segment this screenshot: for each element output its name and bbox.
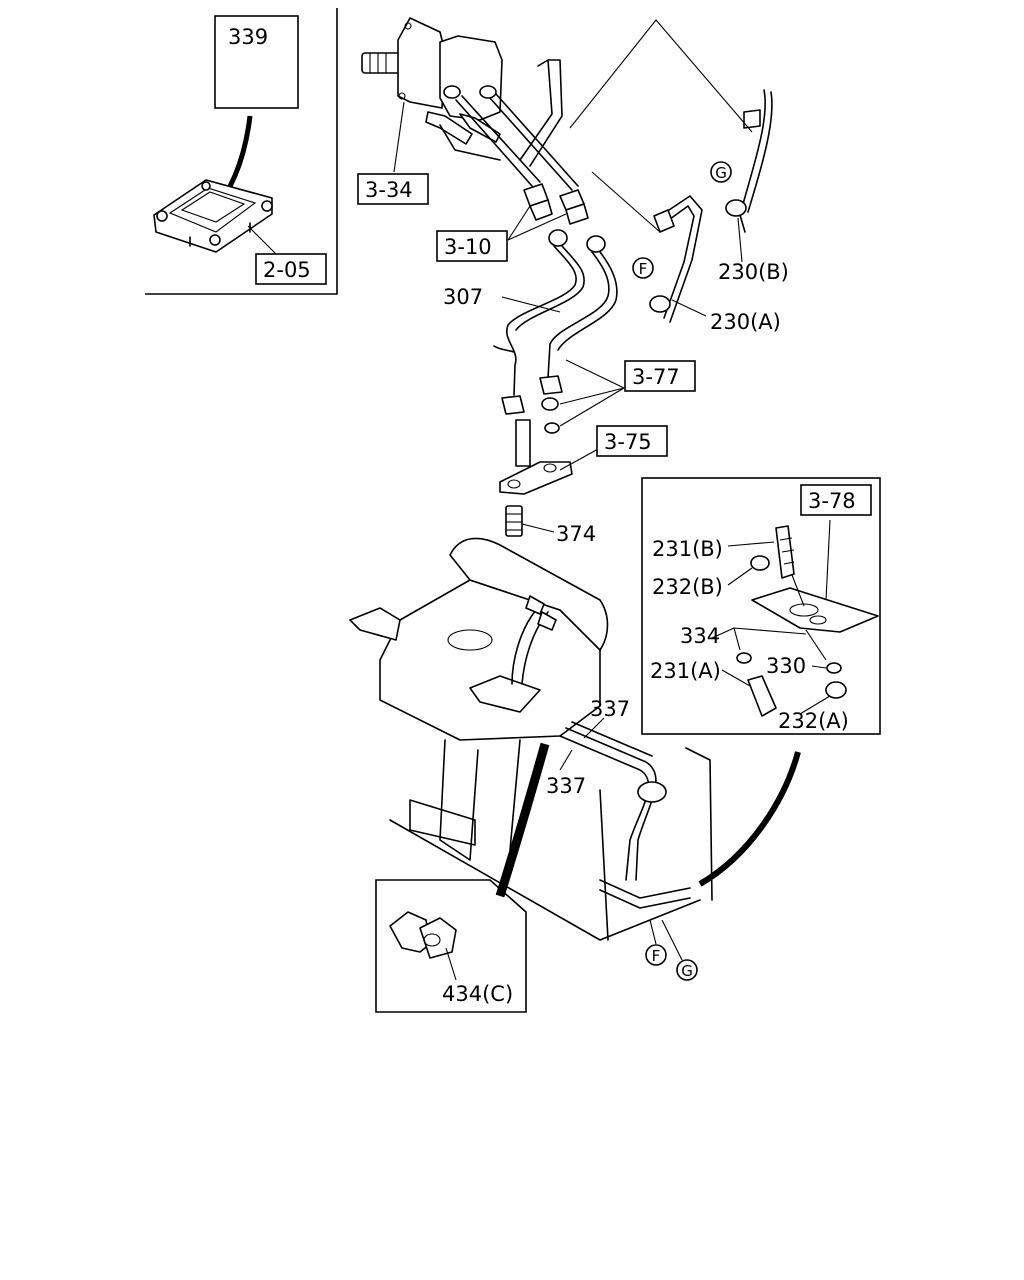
svg-text:3-34: 3-34	[365, 178, 413, 202]
label-434c[interactable]: 434(C)	[442, 982, 513, 1006]
label-230a[interactable]: 230(A)	[710, 310, 781, 334]
inset-right-frame	[641, 477, 881, 735]
connector-f-bottom[interactable]: F	[645, 944, 667, 966]
svg-text:F: F	[639, 260, 648, 278]
ref-3-75[interactable]: 3-75	[596, 425, 668, 457]
connector-g-bottom[interactable]: G	[676, 959, 698, 981]
injector-pipes	[455, 93, 579, 191]
pointer-arc-3-78	[698, 751, 801, 887]
pipes-337	[559, 721, 691, 909]
label-334[interactable]: 334	[680, 624, 720, 648]
ref-3-77[interactable]: 3-77	[624, 360, 696, 392]
svg-text:3-75: 3-75	[604, 430, 652, 454]
part-2-05-plate	[153, 179, 273, 253]
label-232a[interactable]: 232(A)	[778, 709, 849, 733]
svg-text:3-10: 3-10	[444, 235, 492, 259]
fitting-3-10-left	[523, 183, 553, 221]
svg-text:3-77: 3-77	[632, 365, 680, 389]
svg-text:339: 339	[228, 25, 268, 49]
svg-text:F: F	[652, 947, 661, 965]
connector-f-top[interactable]: F	[632, 257, 654, 279]
label-230b[interactable]: 230(B)	[718, 260, 789, 284]
part-434c-clip	[389, 911, 457, 959]
label-231a[interactable]: 231(A)	[650, 659, 721, 683]
pipe-3-77	[539, 235, 618, 434]
leader-lines	[247, 19, 831, 981]
ref-2-05[interactable]: 2-05	[255, 253, 327, 285]
fitting-3-10-right	[559, 189, 589, 225]
inset-top-left-frame	[145, 8, 338, 295]
inset-3-78-parts	[736, 519, 879, 717]
connector-g-top[interactable]: G	[710, 161, 732, 183]
label-374[interactable]: 374	[556, 522, 596, 546]
label-337-bottom[interactable]: 337	[546, 774, 586, 798]
svg-text:G: G	[681, 962, 693, 980]
svg-text:3-78: 3-78	[808, 489, 856, 513]
pointer-arc-434c	[495, 742, 550, 898]
label-330[interactable]: 330	[766, 654, 806, 678]
inset-bottom-frame	[375, 879, 527, 1013]
ref-339[interactable]: 339	[214, 15, 299, 109]
label-231b[interactable]: 231(B)	[652, 537, 723, 561]
svg-text:G: G	[715, 164, 727, 182]
ref-3-34[interactable]: 3-34	[357, 173, 429, 205]
label-337-top[interactable]: 337	[590, 697, 630, 721]
pipe-230b	[725, 89, 773, 233]
part-374-nipple	[505, 505, 523, 537]
ref-3-78[interactable]: 3-78	[800, 484, 872, 516]
svg-text:2-05: 2-05	[263, 258, 311, 282]
label-232b[interactable]: 232(B)	[652, 575, 723, 599]
label-307[interactable]: 307	[443, 285, 483, 309]
injection-pump	[361, 17, 563, 167]
bracket-3-75	[499, 419, 573, 495]
pipe-230a	[649, 195, 703, 323]
ref-3-10[interactable]: 3-10	[436, 230, 508, 262]
tank-assembly	[349, 537, 713, 941]
